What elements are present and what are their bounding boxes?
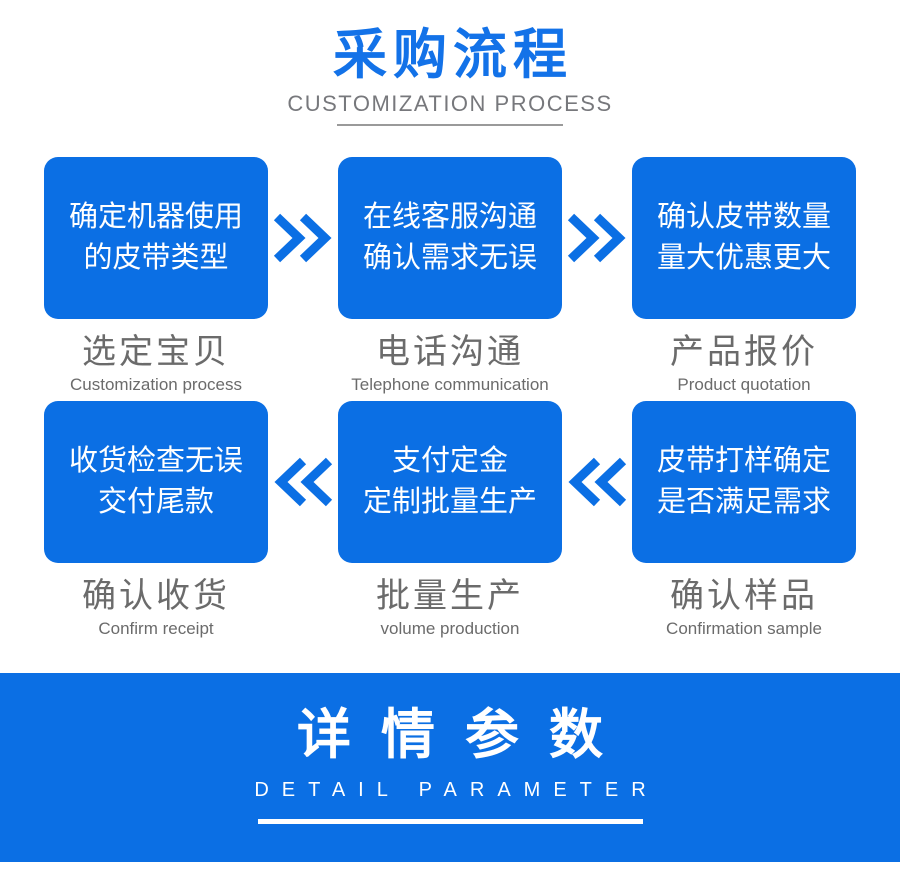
step-box-line1: 在线客服沟通 <box>362 201 537 233</box>
step-caption-cn: 选定宝贝 <box>82 333 230 371</box>
step-box: 在线客服沟通 确认需求无误 <box>338 157 562 319</box>
flow-row-1: 确定机器使用 的皮带类型 选定宝贝 Customization process … <box>44 157 856 396</box>
step-caption-cn: 确认收货 <box>82 577 230 615</box>
step-box: 支付定金 定制批量生产 <box>338 401 562 563</box>
detail-parameter-banner: 详情参数 DETAIL PARAMETER <box>0 673 900 862</box>
step-box: 收货检查无误 交付尾款 <box>44 401 268 563</box>
step-caption-en: Confirmation sample <box>666 619 822 638</box>
process-flow: 确定机器使用 的皮带类型 选定宝贝 Customization process … <box>44 157 856 640</box>
step-caption-cn: 确认样品 <box>670 577 818 615</box>
step-box-line2: 定制批量生产 <box>362 486 537 518</box>
banner-underline <box>257 819 643 824</box>
step-caption-en: Confirm receipt <box>98 619 214 638</box>
flow-connector <box>562 157 632 319</box>
step-box: 确认皮带数量 量大优惠更大 <box>632 157 856 319</box>
banner-title: 详情参数 <box>297 705 633 765</box>
flow-connector <box>562 401 632 563</box>
banner-subtitle: DETAIL PARAMETER <box>254 779 659 801</box>
process-step: 收货检查无误 交付尾款 确认收货 Confirm receipt <box>44 401 268 640</box>
step-box-line2: 交付尾款 <box>97 486 214 518</box>
step-caption-cn: 产品报价 <box>670 333 818 371</box>
double-arrow-left-icon <box>568 457 627 507</box>
step-box-line1: 皮带打样确定 <box>656 445 831 477</box>
process-step: 皮带打样确定 是否满足需求 确认样品 Confirmation sample <box>632 401 856 640</box>
step-caption-cn: 电话沟通 <box>376 333 524 371</box>
step-box-line1: 确定机器使用 <box>68 201 243 233</box>
step-box-line2: 确认需求无误 <box>362 242 537 274</box>
step-box-line2: 的皮带类型 <box>83 242 229 274</box>
step-caption-cn: 批量生产 <box>376 577 524 615</box>
title-underline <box>337 124 563 126</box>
flow-connector <box>268 157 338 319</box>
step-box-line2: 是否满足需求 <box>656 486 831 518</box>
double-arrow-left-icon <box>274 457 333 507</box>
step-box-line1: 支付定金 <box>391 445 508 477</box>
process-step: 在线客服沟通 确认需求无误 电话沟通 Telephone communicati… <box>338 157 562 396</box>
step-caption-en: Product quotation <box>677 375 811 394</box>
step-caption-en: Customization process <box>70 375 242 394</box>
step-box: 皮带打样确定 是否满足需求 <box>632 401 856 563</box>
page-title: 采购流程 <box>333 25 573 85</box>
process-step: 支付定金 定制批量生产 批量生产 volume production <box>338 401 562 640</box>
flow-row-2: 收货检查无误 交付尾款 确认收货 Confirm receipt 支付定金 定制… <box>44 401 856 640</box>
process-step: 确认皮带数量 量大优惠更大 产品报价 Product quotation <box>632 157 856 396</box>
section-header: 采购流程 CUSTOMIZATION PROCESS <box>0 0 900 126</box>
step-box: 确定机器使用 的皮带类型 <box>44 157 268 319</box>
step-box-line1: 收货检查无误 <box>68 445 243 477</box>
page-subtitle: CUSTOMIZATION PROCESS <box>287 91 613 116</box>
step-caption-en: volume production <box>380 619 520 638</box>
step-box-line1: 确认皮带数量 <box>656 201 831 233</box>
step-box-line2: 量大优惠更大 <box>656 242 831 274</box>
double-arrow-right-icon <box>273 213 332 263</box>
flow-connector <box>268 401 338 563</box>
double-arrow-right-icon <box>567 213 626 263</box>
step-caption-en: Telephone communication <box>351 375 549 394</box>
process-step: 确定机器使用 的皮带类型 选定宝贝 Customization process <box>44 157 268 396</box>
